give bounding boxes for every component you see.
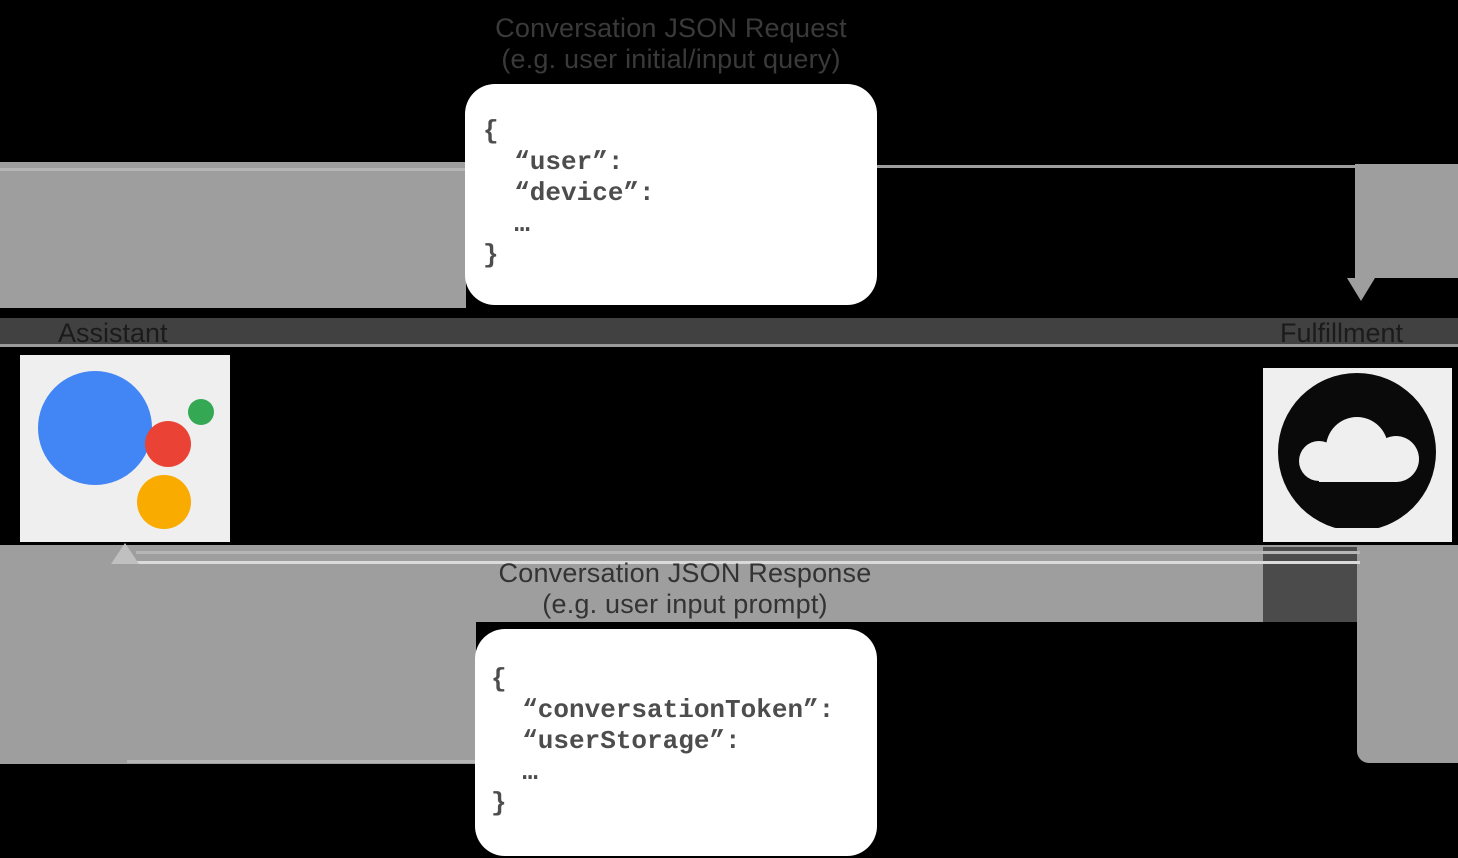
request-json-box: { “user”: “device”: … } xyxy=(465,84,877,305)
request-title-line2: (e.g. user initial/input query) xyxy=(501,44,841,74)
actor-label-band-underline xyxy=(0,344,1458,347)
response-title-line1: Conversation JSON Response xyxy=(498,558,872,588)
fulfillment-label: Fulfillment xyxy=(1280,318,1404,348)
response-arrow-ribbon-left xyxy=(0,545,476,764)
fulfillment-tile-shadow xyxy=(1263,547,1357,622)
response-arrowhead-up-icon xyxy=(111,543,139,564)
request-arrow-line-left xyxy=(0,168,466,171)
response-arrow-line-bottom xyxy=(127,760,479,763)
google-assistant-logo-icon xyxy=(20,355,230,542)
request-arrow-ribbon-left xyxy=(0,162,466,308)
request-json-code: { “user”: “device”: … } xyxy=(483,116,655,270)
response-arrow-line xyxy=(136,561,1360,564)
assistant-label: Assistant xyxy=(58,318,168,348)
actor-label-band xyxy=(0,318,1458,347)
request-arrow-ribbon-right xyxy=(1355,164,1458,278)
response-arrow-ribbon-right xyxy=(1357,545,1458,763)
response-title-line2: (e.g. user input prompt) xyxy=(542,589,828,619)
response-json-code: { “conversationToken”: “userStorage”: … … xyxy=(491,664,835,818)
response-arrow-line-faint xyxy=(136,551,1360,554)
fulfillment-tile xyxy=(1263,368,1452,542)
request-arrow-line-right xyxy=(875,165,1362,168)
request-arrowhead-down-icon xyxy=(1347,278,1375,301)
request-title-line1: Conversation JSON Request xyxy=(495,13,847,43)
response-json-box: { “conversationToken”: “userStorage”: … … xyxy=(475,629,877,856)
assistant-tile xyxy=(20,355,230,542)
google-cloud-icon xyxy=(1263,368,1452,542)
